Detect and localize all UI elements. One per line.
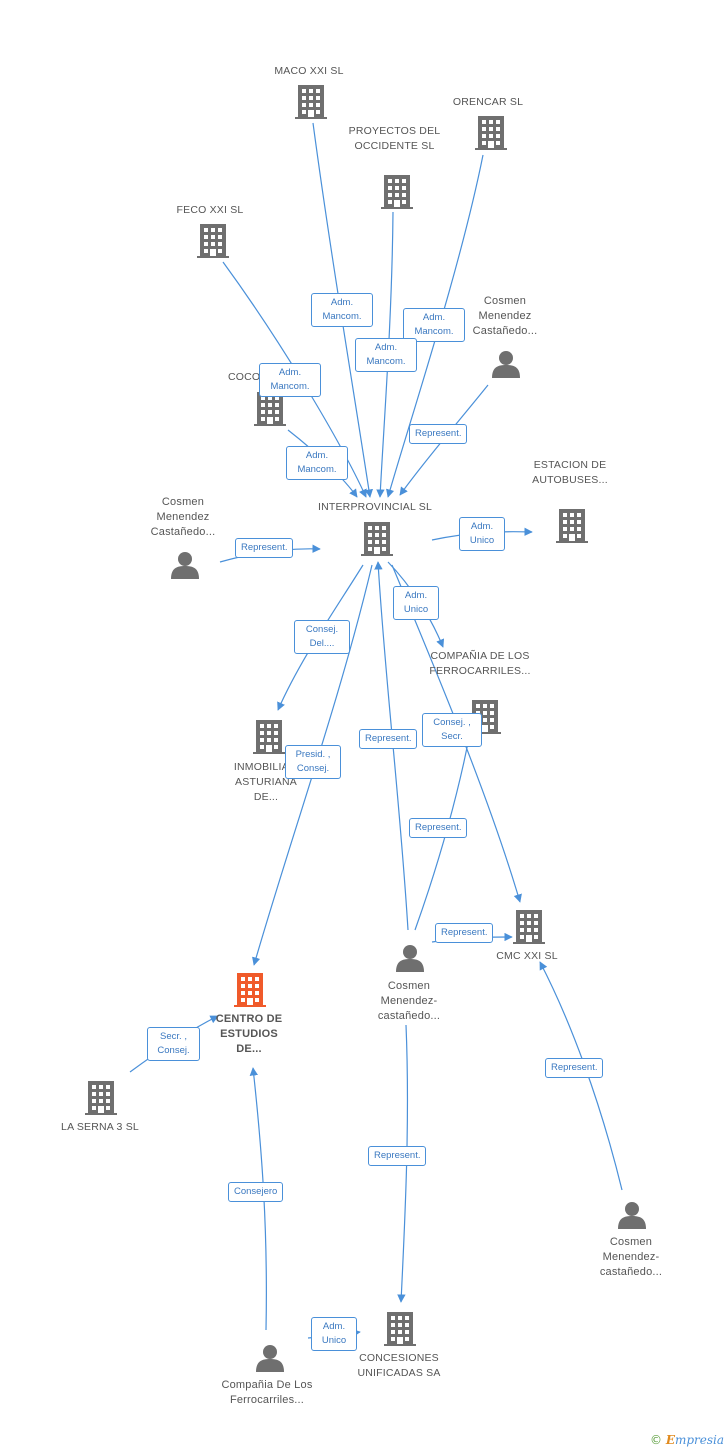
relation-label[interactable]: Secr. , Consej.: [147, 1027, 200, 1061]
node-label-compania-ferro[interactable]: COMPAÑIA DE LOS FERROCARRILES...: [429, 650, 531, 677]
relation-label[interactable]: Adm. Unico: [393, 586, 439, 620]
relation-label[interactable]: Consej. , Secr.: [422, 713, 482, 747]
node-label-proyectos[interactable]: PROYECTOS DEL OCCIDENTE SL: [348, 125, 441, 152]
relation-label[interactable]: Adm. Mancom.: [355, 338, 417, 372]
person-icon[interactable]: [256, 1345, 284, 1372]
relation-label[interactable]: Consej. Del....: [294, 620, 350, 654]
building-icon[interactable]: [253, 720, 285, 754]
brand-logo-e: E: [665, 1433, 675, 1447]
node-label-coco[interactable]: COCO...: [228, 371, 260, 383]
node-label-cosmen1[interactable]: Cosmen Menendez Castañedo...: [472, 295, 538, 337]
relation-label[interactable]: Represent.: [435, 923, 494, 943]
relation-label[interactable]: Represent.: [368, 1146, 427, 1166]
relation-label[interactable]: Consejero: [228, 1182, 284, 1202]
relation-label[interactable]: Presid. , Consej.: [285, 745, 341, 779]
relation-label[interactable]: Represent.: [409, 818, 468, 838]
node-label-centro[interactable]: CENTRO DE ESTUDIOS DE...: [215, 1013, 283, 1055]
node-label-orencar[interactable]: ORENCAR SL: [452, 96, 524, 108]
relation-label[interactable]: Adm. Mancom.: [259, 363, 321, 397]
node-label-estacion[interactable]: ESTACION DE AUTOBUSES...: [532, 459, 608, 486]
node-label-cosmen3[interactable]: Cosmen Menendez-castañedo...: [377, 980, 441, 1022]
building-icon[interactable]: [234, 973, 266, 1007]
person-icon[interactable]: [171, 552, 199, 579]
building-icon[interactable]: [197, 224, 229, 258]
building-icon[interactable]: [85, 1081, 117, 1115]
relation-label[interactable]: Adm. Unico: [459, 517, 505, 551]
relation-label[interactable]: Represent.: [235, 538, 294, 558]
relation-label[interactable]: Adm. Mancom.: [311, 293, 373, 327]
person-icon[interactable]: [492, 351, 520, 378]
building-icon[interactable]: [513, 910, 545, 944]
node-label-compania-person[interactable]: Compañia De Los Ferrocarriles...: [221, 1379, 313, 1406]
relation-label[interactable]: Adm. Mancom.: [403, 308, 465, 342]
relation-label[interactable]: Adm. Unico: [311, 1317, 357, 1351]
building-icon[interactable]: [361, 522, 393, 556]
node-label-cosmen2[interactable]: Cosmen Menendez Castañedo...: [150, 496, 216, 538]
node-label-inmobiliaria[interactable]: INMOBILIA... ASTURIANA DE...: [233, 761, 299, 803]
person-icon[interactable]: [618, 1202, 646, 1229]
node-label-interprovincial[interactable]: INTERPROVINCIAL SL: [317, 501, 433, 513]
node-label-maco[interactable]: MACO XXI SL: [274, 65, 344, 77]
brand-logo-text: mpresia: [674, 1433, 725, 1447]
building-icon[interactable]: [295, 85, 327, 119]
relation-label[interactable]: Adm. Mancom.: [286, 446, 348, 480]
node-label-cosmen4[interactable]: Cosmen Menendez-castañedo...: [599, 1236, 663, 1278]
node-label-feco[interactable]: FECO XXI SL: [176, 204, 244, 216]
brand-footer[interactable]: © Empresia: [650, 1433, 724, 1447]
relation-label[interactable]: Represent.: [409, 424, 468, 444]
node-label-laserna[interactable]: LA SERNA 3 SL: [61, 1121, 139, 1133]
relation-label[interactable]: Represent.: [359, 729, 418, 749]
building-icon[interactable]: [475, 116, 507, 150]
node-label-cmc[interactable]: CMC XXI SL: [496, 950, 558, 962]
person-icon[interactable]: [396, 945, 424, 972]
node-label-concesiones[interactable]: CONCESIONES UNIFICADAS SA: [357, 1352, 441, 1379]
edge-cosmen3-concesiones: [397, 1024, 409, 1303]
relation-label[interactable]: Represent.: [545, 1058, 604, 1078]
copyright-icon: ©: [650, 1433, 662, 1447]
building-icon[interactable]: [556, 509, 588, 543]
building-icon[interactable]: [254, 392, 286, 426]
building-icon[interactable]: [384, 1312, 416, 1346]
building-icon[interactable]: [381, 175, 413, 209]
